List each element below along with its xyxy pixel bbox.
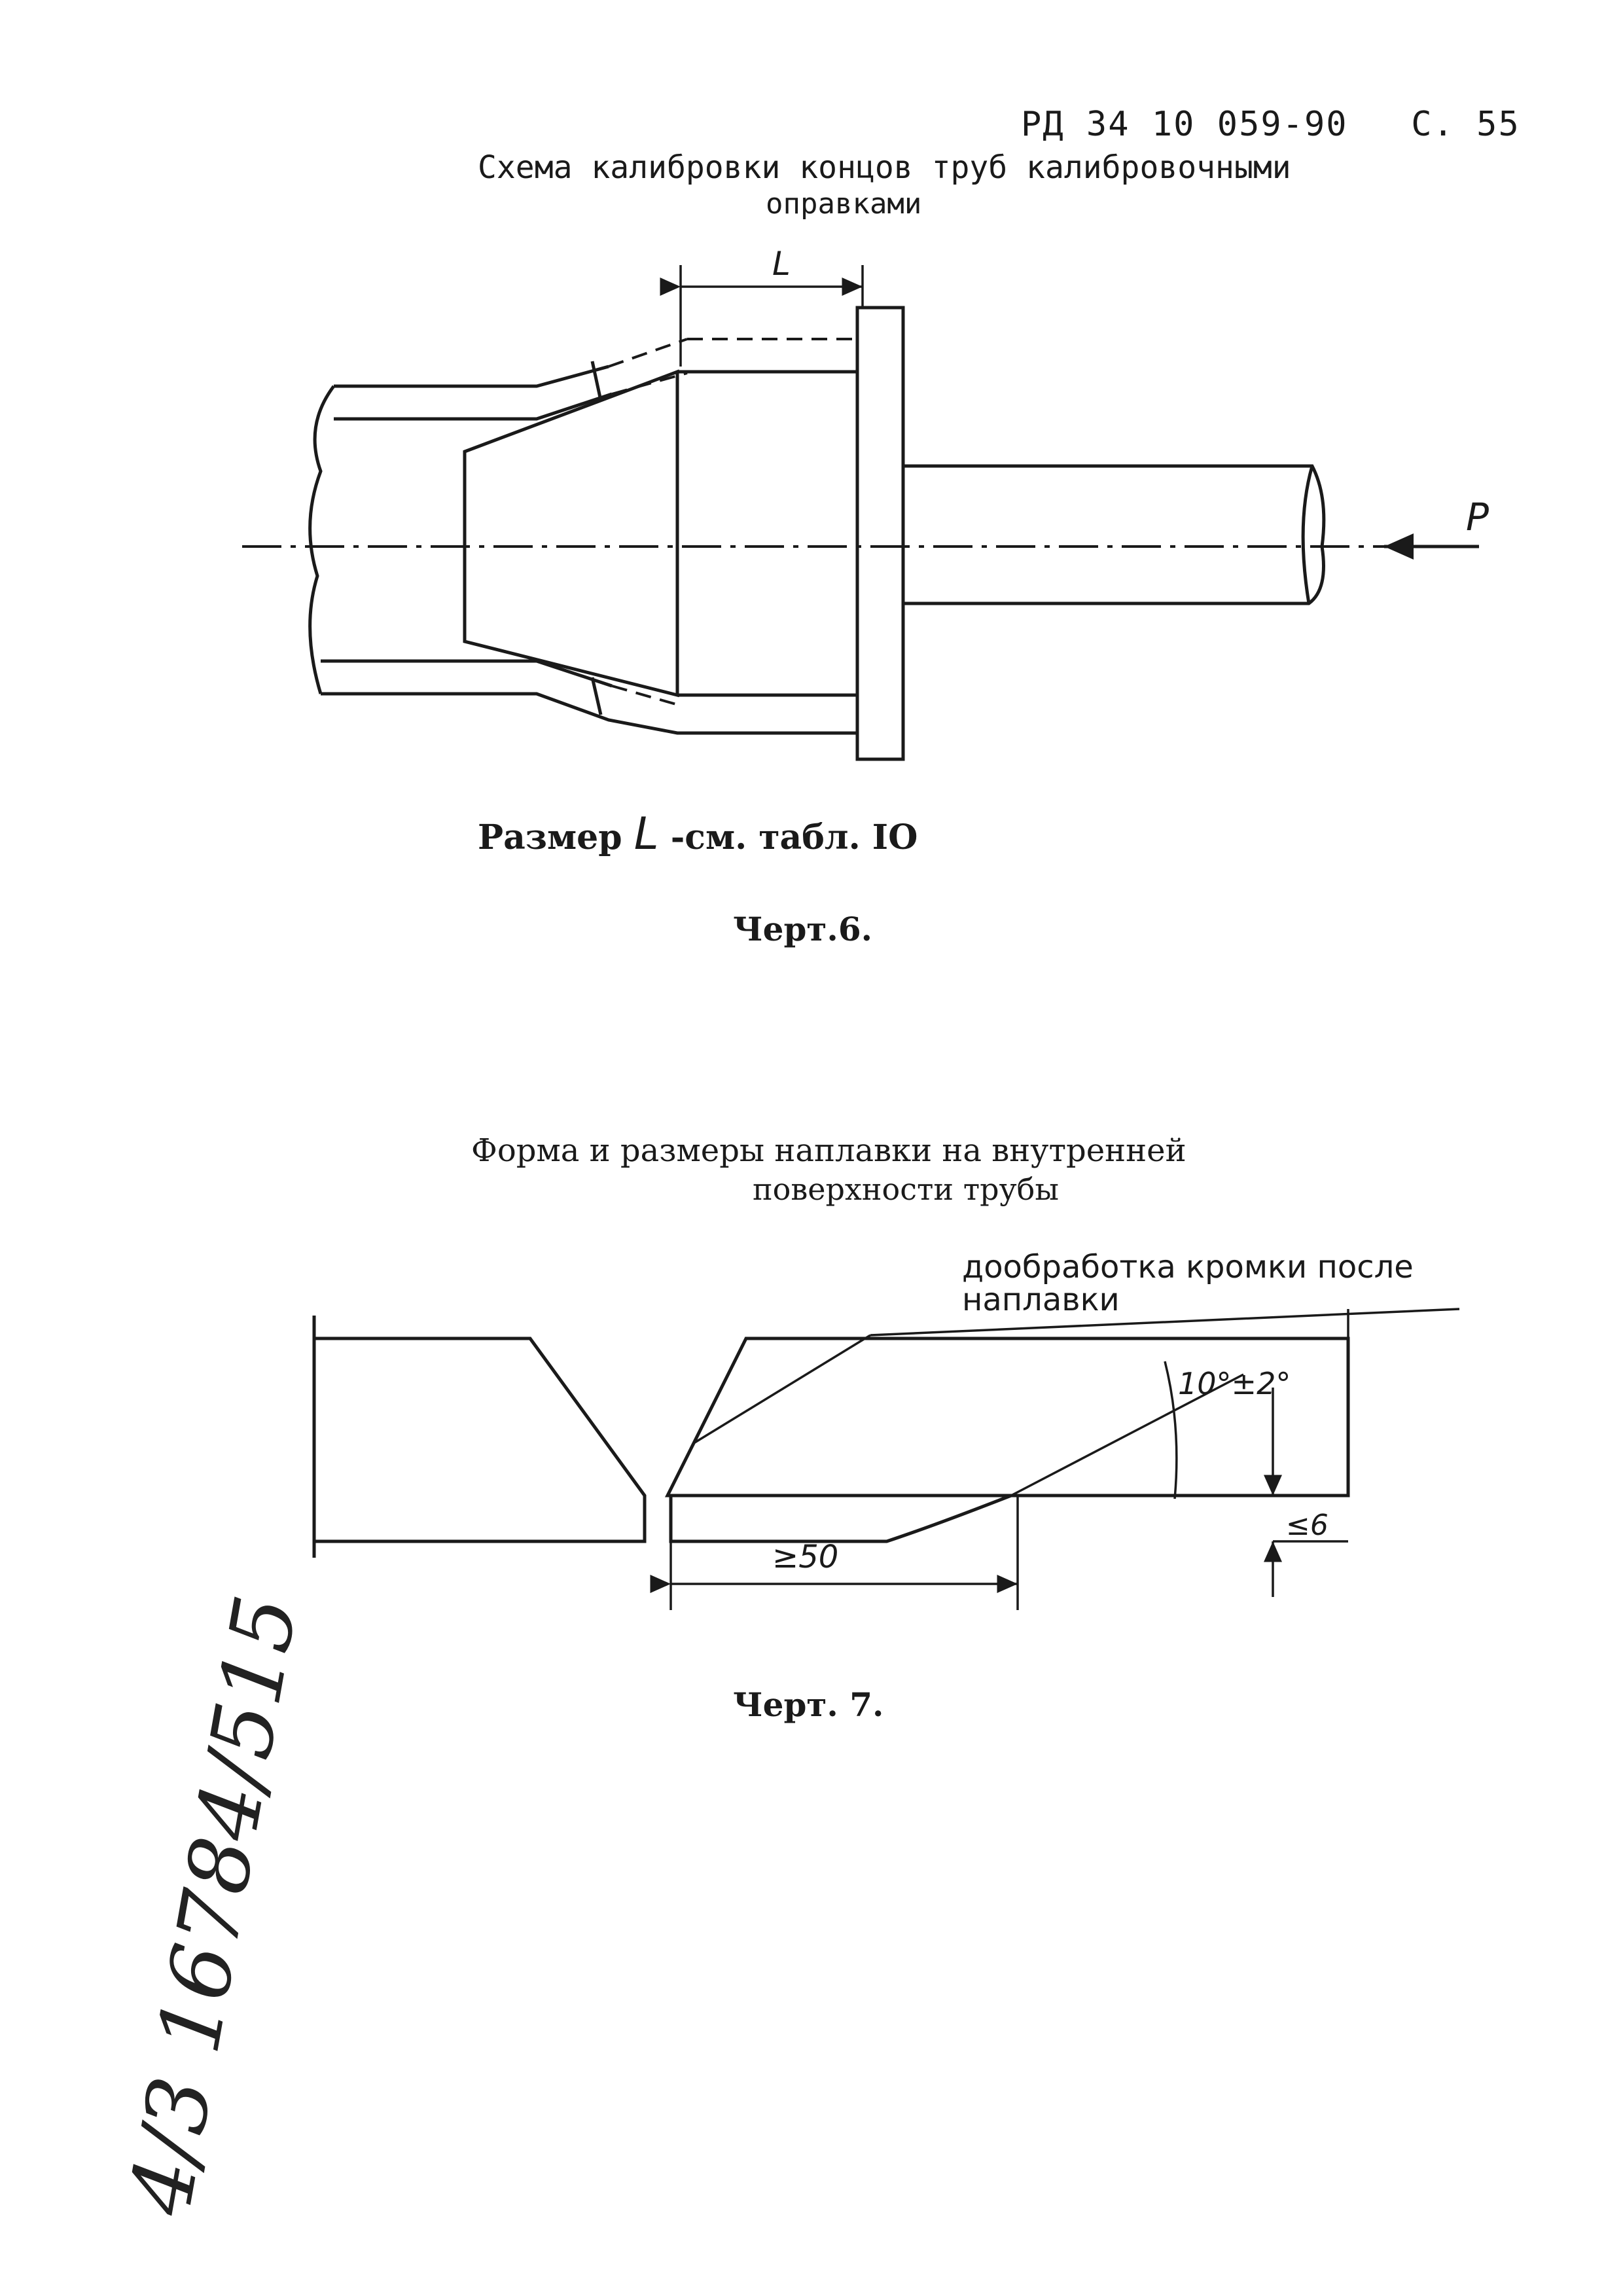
leader-text-line1: дообработка кромки после bbox=[962, 1249, 1414, 1285]
pipe-wall-bottom-outer bbox=[321, 692, 857, 735]
document-code: РД 34 10 059-90 bbox=[1021, 105, 1348, 144]
figure6-caption: Черт.6. bbox=[733, 910, 873, 948]
margin-handwritten-stamp: 4/3 16784/515 bbox=[98, 1588, 317, 2222]
figure7-drawing: дообработка кромки после наплавки 10°±2°… bbox=[312, 1249, 1460, 1610]
figure7-caption: Черт. 7. bbox=[733, 1685, 884, 1724]
pipe-break-line bbox=[308, 385, 336, 694]
note-suffix: -см. табл. IO bbox=[670, 817, 918, 857]
mandrel-flange bbox=[855, 306, 905, 761]
rod-break-line bbox=[1301, 465, 1314, 604]
dim-label-L: L bbox=[772, 245, 791, 283]
page-header: РД 34 10 059-90 С. 55 bbox=[1021, 105, 1520, 144]
pipe-wall-top-inner bbox=[334, 392, 613, 421]
note-prefix: Размер bbox=[478, 817, 622, 857]
thickness-label: ≤6 bbox=[1286, 1509, 1329, 1542]
page-number: С. 55 bbox=[1411, 105, 1520, 144]
figure6-note: Размер L -см. табл. IO bbox=[478, 808, 918, 860]
mandrel-rod bbox=[903, 464, 1326, 605]
figure7-title-continued: поверхности трубы bbox=[753, 1172, 1059, 1207]
length-label: ≥50 bbox=[772, 1539, 838, 1575]
note-symbol: L bbox=[633, 808, 659, 860]
figure6-title: Схема калибровки концов труб калибровочн… bbox=[478, 149, 1291, 186]
pipe-section-mark-top bbox=[590, 361, 603, 401]
pipe-wall-top-expanded bbox=[608, 338, 688, 395]
figure7-title: Форма и размеры наплавки на внутренней bbox=[471, 1132, 1186, 1169]
pipe-section-mark-bottom bbox=[590, 677, 603, 715]
deposit-layer bbox=[669, 1494, 1012, 1543]
angle-arc bbox=[1164, 1361, 1178, 1499]
pipe-wall-top-outer bbox=[334, 365, 609, 388]
figure6-title-continued: оправками bbox=[766, 187, 922, 221]
leader-text-line2: наплавки bbox=[962, 1282, 1120, 1318]
leader-shelf bbox=[870, 1308, 1460, 1336]
angle-leg bbox=[1010, 1373, 1244, 1497]
pipe-right-body bbox=[664, 1336, 1350, 1498]
pipe-wall-bottom-inner bbox=[321, 659, 613, 688]
mandrel-sizing-part bbox=[677, 370, 857, 697]
pipe-wall-bottom-expanded bbox=[611, 685, 681, 707]
figure6-drawing: L P bbox=[242, 245, 1489, 761]
force-label-P: P bbox=[1466, 495, 1489, 539]
pipe-left-section bbox=[314, 1336, 647, 1543]
leader-line bbox=[693, 1334, 871, 1444]
